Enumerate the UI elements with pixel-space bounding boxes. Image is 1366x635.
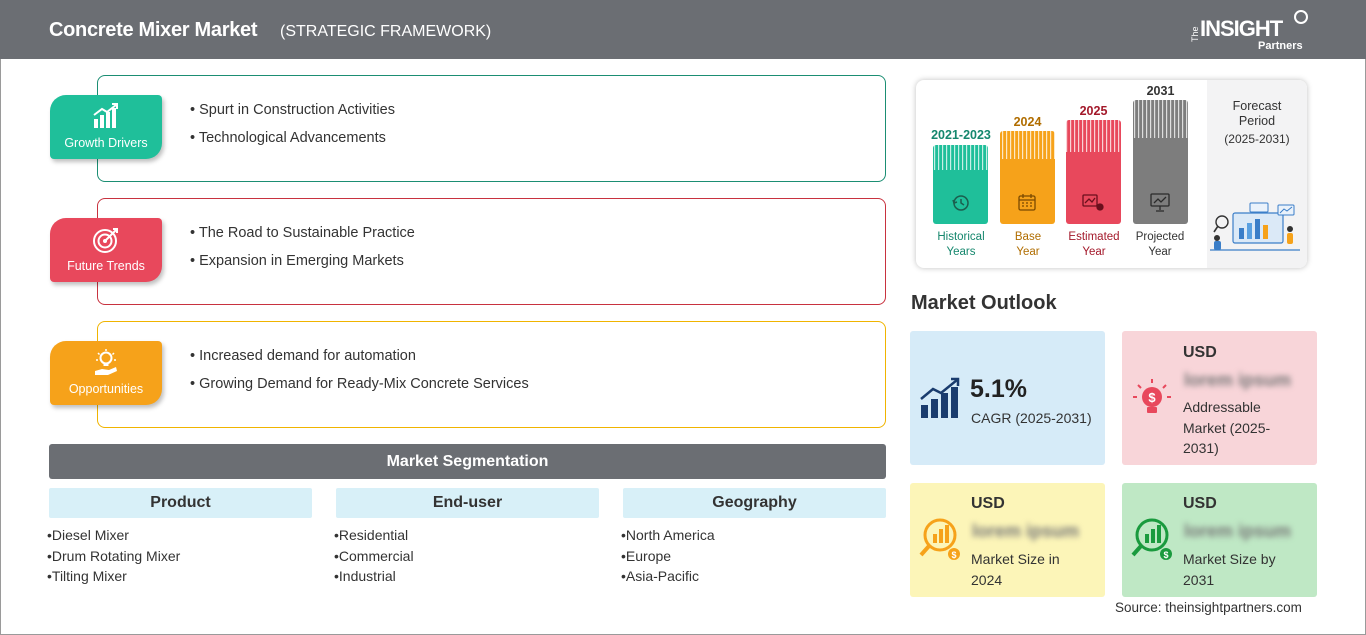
caption-line: Year	[1082, 246, 1106, 258]
size2031-currency: USD	[1183, 495, 1217, 512]
segment-geography-list: North America Europe Asia-Pacific	[621, 525, 715, 587]
page-subtitle: (STRATEGIC FRAMEWORK)	[280, 23, 492, 40]
header-bar: Concrete Mixer Market (STRATEGIC FRAMEWO…	[0, 0, 1366, 59]
size2031-label: Market Size by 2031	[1183, 551, 1276, 588]
segment-end-user-header: End-user	[336, 488, 599, 518]
timeline-year-estimated: 2025	[1079, 104, 1108, 118]
idea-dollar-icon: $	[1133, 379, 1171, 413]
target-icon	[93, 228, 118, 253]
growth-chart-icon	[93, 103, 118, 128]
list-item: Technological Advancements	[190, 124, 395, 152]
market-segmentation-header: Market Segmentation	[49, 444, 886, 479]
addressable-value: lorem ipsum	[1184, 370, 1292, 390]
timeline-year-projected: 2031	[1146, 84, 1175, 98]
addressable-currency: USD	[1183, 344, 1217, 361]
estimate-chart-icon	[1082, 194, 1104, 211]
forecast-period: (2025-2031)	[1224, 132, 1290, 146]
market-size-2031-card: $ USD lorem ipsum Market Size by 2031	[1122, 483, 1317, 597]
growth-drivers-card: Spurt in Construction Activities Technol…	[97, 75, 886, 182]
timeline-caption-projected: Projected Year	[1125, 230, 1195, 260]
svg-text:$: $	[1148, 390, 1156, 405]
opportunities-list: Increased demand for automation Growing …	[190, 342, 529, 398]
calendar-icon	[1018, 194, 1036, 211]
list-item: Commercial	[334, 546, 414, 567]
segment-product-list: Diesel Mixer Drum Rotating Mixer Tilting…	[47, 525, 180, 587]
list-item: Diesel Mixer	[47, 525, 180, 546]
segment-product-header: Product	[49, 488, 312, 518]
svg-text:$: $	[951, 550, 956, 560]
caption-line: Base	[1014, 231, 1042, 243]
source-note: Source: theinsightpartners.com	[1115, 600, 1302, 615]
caption-line: Historical	[937, 231, 985, 243]
logo-insight: INSIGHT	[1200, 16, 1283, 41]
list-item: Industrial	[334, 566, 414, 587]
list-item: Drum Rotating Mixer	[47, 546, 180, 567]
logo-ring-icon	[1294, 10, 1308, 24]
growth-drivers-label: Growth Drivers	[64, 136, 148, 150]
historical-bar	[933, 145, 988, 224]
logo-partners: Partners	[1258, 40, 1303, 52]
size2024-label: Market Size in 2024	[971, 551, 1060, 588]
caption-line: Projected	[1135, 231, 1185, 243]
size2024-currency: USD	[971, 495, 1005, 512]
lightbulb-hand-icon	[95, 349, 117, 375]
growth-drivers-list: Spurt in Construction Activities Technol…	[190, 96, 395, 152]
history-clock-icon	[952, 195, 969, 211]
list-item: Europe	[621, 546, 715, 567]
market-outlook-title: Market Outlook	[911, 292, 1057, 314]
caption-line: Estimated	[1068, 231, 1120, 243]
insight-partners-logo[interactable]: The INSIGHT Partners	[1190, 10, 1310, 54]
list-item: Spurt in Construction Activities	[190, 96, 395, 124]
caption-line: Years	[946, 246, 976, 258]
market-magnifier-icon: $	[1131, 518, 1172, 560]
cagr-card: 5.1% CAGR (2025-2031)	[910, 331, 1105, 465]
caption-line: Year	[1148, 246, 1172, 258]
segment-end-user-list: Residential Commercial Industrial	[334, 525, 414, 587]
list-item: Tilting Mixer	[47, 566, 180, 587]
future-trends-label: Future Trends	[67, 259, 145, 273]
list-item: The Road to Sustainable Practice	[190, 219, 415, 247]
list-item: North America	[621, 525, 715, 546]
analytics-illustration-icon	[1210, 202, 1300, 251]
caption-line: Year	[1016, 246, 1040, 258]
cagr-value: 5.1%	[970, 375, 1027, 403]
list-item: Asia-Pacific	[621, 566, 715, 587]
future-trends-card: The Road to Sustainable Practice Expansi…	[97, 198, 886, 305]
size2024-value: lorem ipsum	[972, 521, 1080, 541]
opportunities-card: Increased demand for automation Growing …	[97, 321, 886, 428]
timeline-caption-estimated: Estimated Year	[1059, 230, 1129, 260]
opportunities-badge: Opportunities	[50, 341, 162, 405]
size2031-value: lorem ipsum	[1184, 521, 1292, 541]
growth-drivers-badge: Growth Drivers	[50, 95, 162, 159]
segment-geography-header: Geography	[623, 488, 886, 518]
timeline-year-base: 2024	[1013, 115, 1042, 129]
timeline-caption-base: Base Year	[993, 230, 1063, 260]
projection-board-icon	[1150, 193, 1170, 212]
opportunities-label: Opportunities	[68, 382, 144, 396]
timeline-year-historical: 2021-2023	[931, 128, 991, 142]
market-magnifier-icon: $	[919, 518, 960, 560]
forecast-title: Forecast Period	[1232, 99, 1282, 128]
timeline-caption-historical: Historical Years	[926, 230, 996, 260]
list-item: Expansion in Emerging Markets	[190, 247, 415, 275]
market-size-2024-card: $ USD lorem ipsum Market Size in 2024	[910, 483, 1105, 597]
future-trends-list: The Road to Sustainable Practice Expansi…	[190, 219, 415, 275]
list-item: Growing Demand for Ready-Mix Concrete Se…	[190, 370, 529, 398]
addressable-market-card: $ USD lorem ipsum Addressable Market (20…	[1122, 331, 1317, 465]
cagr-label: CAGR (2025-2031)	[971, 410, 1092, 426]
addressable-label: Addressable Market (2025-2031)	[1183, 399, 1271, 456]
future-trends-badge: Future Trends	[50, 218, 162, 282]
estimated-bar	[1066, 120, 1121, 224]
list-item: Residential	[334, 525, 414, 546]
growth-chart-icon	[920, 377, 960, 418]
svg-text:$: $	[1163, 550, 1168, 560]
projected-bar	[1133, 100, 1188, 224]
base-bar	[1000, 131, 1055, 224]
page-title: Concrete Mixer Market	[49, 19, 258, 41]
list-item: Increased demand for automation	[190, 342, 529, 370]
